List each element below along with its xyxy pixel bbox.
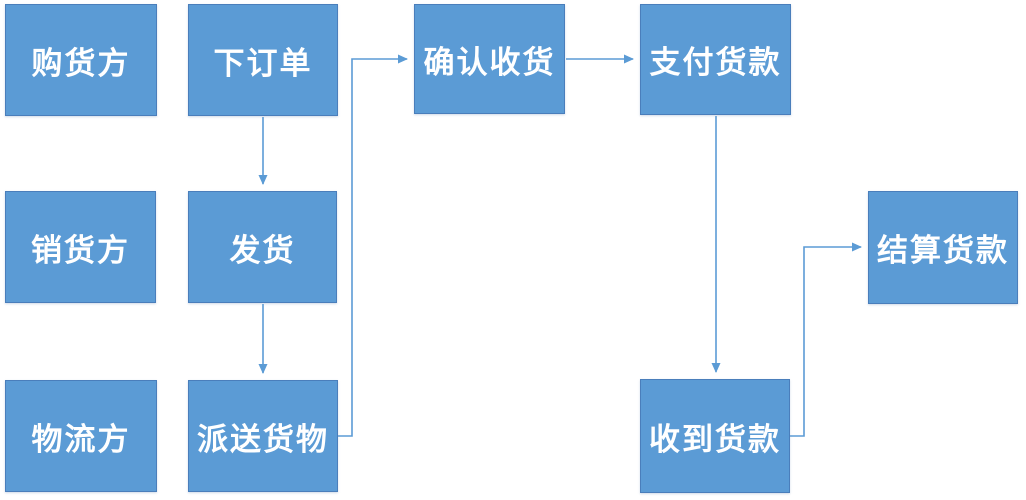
node-logistics-label: 物流方 [31,421,131,457]
node-confirm-receipt: 确认收货 [414,4,565,114]
node-seller-label: 销货方 [31,232,130,268]
node-place-order-label: 下订单 [213,45,313,81]
node-deliver: 派送货物 [188,380,338,492]
node-buyer-label: 购货方 [31,45,131,81]
node-seller: 销货方 [5,191,156,303]
connector-deliver-to-confirm-receipt [338,54,408,437]
connector-receive-payment-to-settle [790,242,862,437]
node-confirm-receipt-label: 确认收货 [423,44,556,80]
node-place-order: 下订单 [188,4,338,116]
node-deliver-label: 派送货物 [197,421,329,457]
node-logistics: 物流方 [5,380,157,492]
node-ship-label: 发货 [229,232,296,268]
node-pay: 支付货款 [640,4,791,115]
node-settle-label: 结算货款 [877,233,1009,268]
node-settle: 结算货款 [868,191,1018,304]
node-buyer: 购货方 [5,4,157,116]
node-receive-payment: 收到货款 [640,379,790,493]
node-receive-payment-label: 收到货款 [649,421,781,457]
node-ship: 发货 [188,191,337,303]
node-pay-label: 支付货款 [649,45,782,80]
